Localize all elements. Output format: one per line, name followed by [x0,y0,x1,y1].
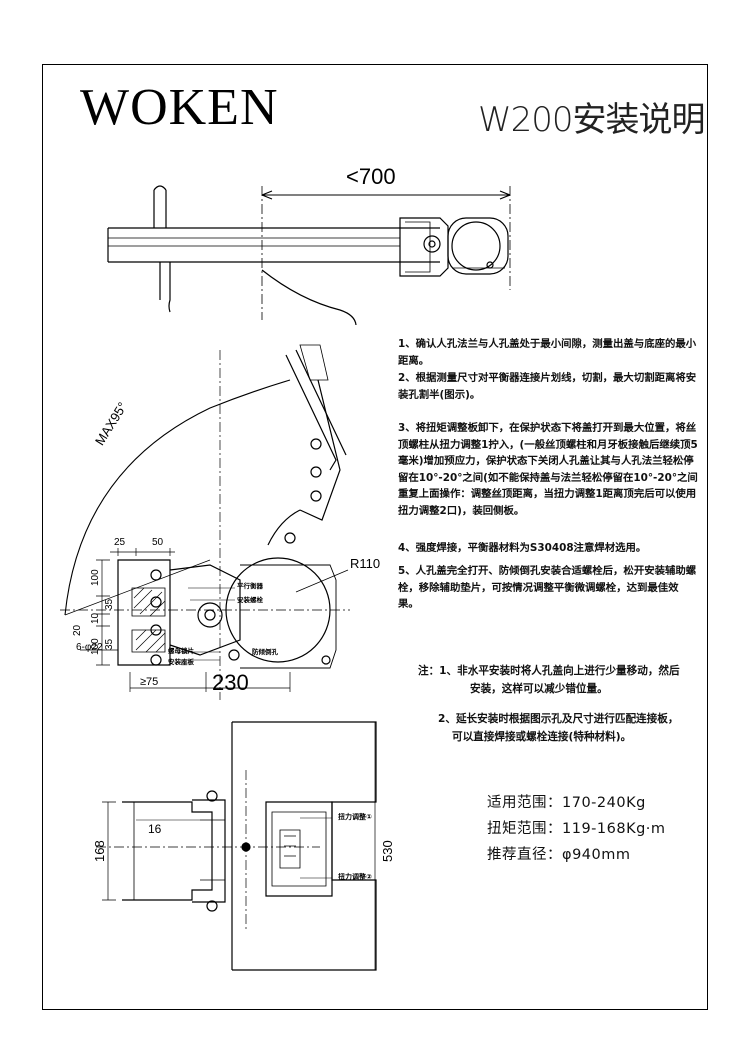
instruction-step: 5、人孔盖完全打开、防倾倒孔安装合适螺栓后，松开安装辅助螺栓，移除辅助垫片，可按… [398,565,697,610]
dim-230: 230 [212,670,249,695]
dim-168: 168 [92,840,107,862]
front-view [96,721,377,971]
dim-530: 530 [380,840,395,862]
instruction-step: 2、根据测量尺寸对平衡器连接片划线，切割，最大切割距离将安装孔割半(图示)。 [398,372,697,401]
note-line: 可以直接焊接或螺栓连接(特种材料)。 [452,731,632,743]
label-balancer: 平行衡器 [237,582,263,590]
dim-25: 25 [114,537,126,548]
dim-35-upper: 35 [104,598,115,610]
label-nut-lock: 螺母锁片 [168,647,194,655]
instruction-step: 4、强度焊接，平衡器材料为S30408注意焊材选用。 [398,542,647,554]
dim-16: 16 [148,822,162,836]
top-view [107,185,511,326]
spec-load-range: 适用范围：170-240Kg [487,795,646,811]
dim-35-lower: 35 [104,638,115,650]
spec-diameter: 推荐直径：φ940mm [487,847,631,863]
note-line: 2、延长安装时根据图示孔及尺寸进行匹配连接板， [438,713,679,725]
label-anti-tip-hole: 防倾倒孔 [252,648,278,656]
brand-logo: WOKEN [80,79,279,136]
dim-100-upper: 100 [90,569,101,586]
dim-10: 10 [90,612,101,624]
instruction-step: 3、将扭矩调整板卸下，在保护状态下将盖打开到最大位置，将丝顶螺柱从扭力调整1拧入… [398,422,698,517]
dim-75: ≥75 [140,676,159,688]
dim-50: 50 [152,537,164,548]
dim-700: <700 [346,164,396,189]
label-torque-adjust-2: 扭力调整② [338,873,372,881]
note-line: 安装，这样可以减少错位量。 [470,683,608,695]
instruction-step: 1、确认人孔法兰与人孔盖处于最小间隙，测量出盖与底座的最小距离。 [398,338,697,367]
note-line: 注：1、非水平安装时将人孔盖向上进行少量移动，然后 [418,665,680,677]
spec-torque-range: 扭矩范围：119-168Kg·m [487,821,666,837]
label-base-plate: 安装座板 [168,658,194,666]
dim-radius: R110 [350,556,381,571]
label-torque-adjust-1: 扭力调整① [338,813,372,821]
dim-holes: 6-φ22 [76,642,103,653]
dim-20: 20 [72,624,83,636]
label-install-bolt: 安装螺栓 [237,596,263,604]
drawing-title: W200安装说明 [478,100,706,140]
drawing-frame [42,64,708,1010]
side-view [60,344,350,700]
